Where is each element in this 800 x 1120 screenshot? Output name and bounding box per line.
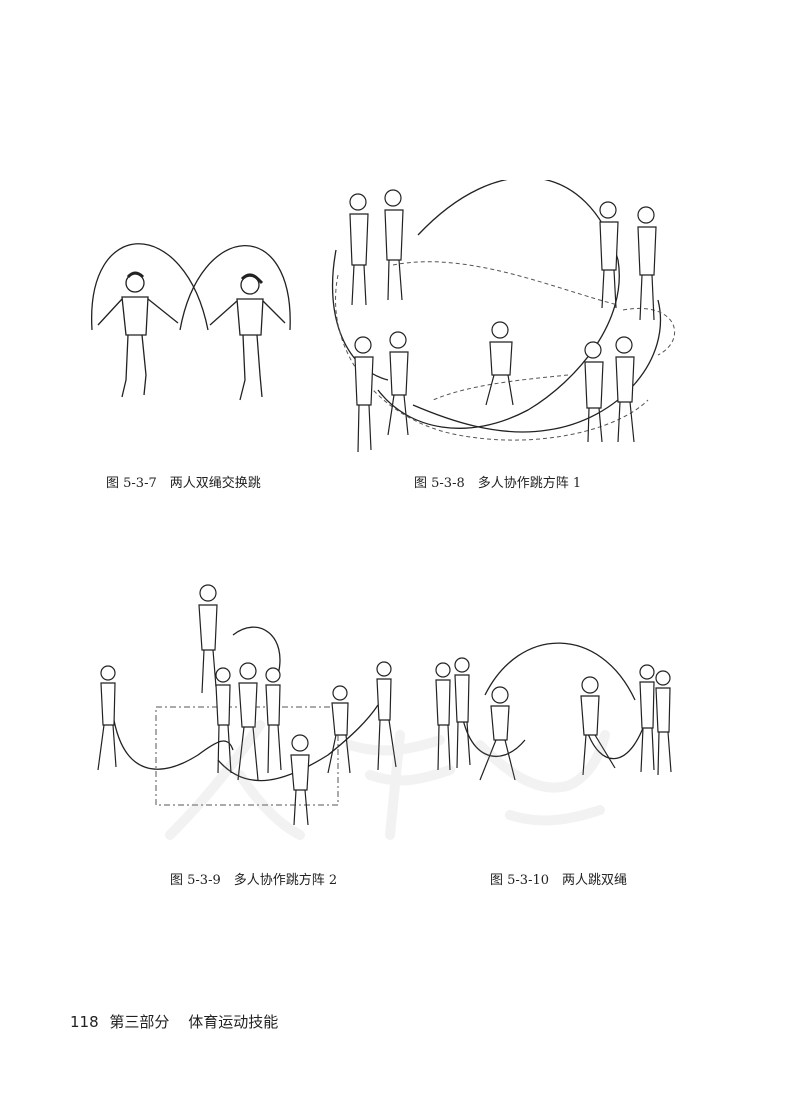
figure-caption: 图 5-3-9 多人协作跳方阵 2 [170,873,338,888]
page-footer: 118 第三部分 体育运动技能 [70,1012,278,1032]
figure-caption: 图 5-3-7 两人双绳交换跳 [106,476,261,491]
figure-caption: 图 5-3-10 两人跳双绳 [490,873,628,888]
group-jump-square-2-drawing [97,584,397,826]
group-jump-square-1-drawing [331,180,675,453]
part-label: 第三部分 [109,1013,170,1031]
figure-5-3-10-illustration [425,640,685,800]
figure-5-3-8-illustration [318,180,698,465]
figure-5-3-9-illustration [88,575,413,835]
figure-5-3-7-illustration [80,235,300,420]
figure-caption: 图 5-3-8 多人协作跳方阵 1 [414,476,582,491]
section-label: 体育运动技能 [188,1013,279,1031]
double-rope-exchange-drawing [91,243,291,401]
page-number: 118 [70,1013,99,1031]
two-person-double-rope-drawing [435,642,672,781]
